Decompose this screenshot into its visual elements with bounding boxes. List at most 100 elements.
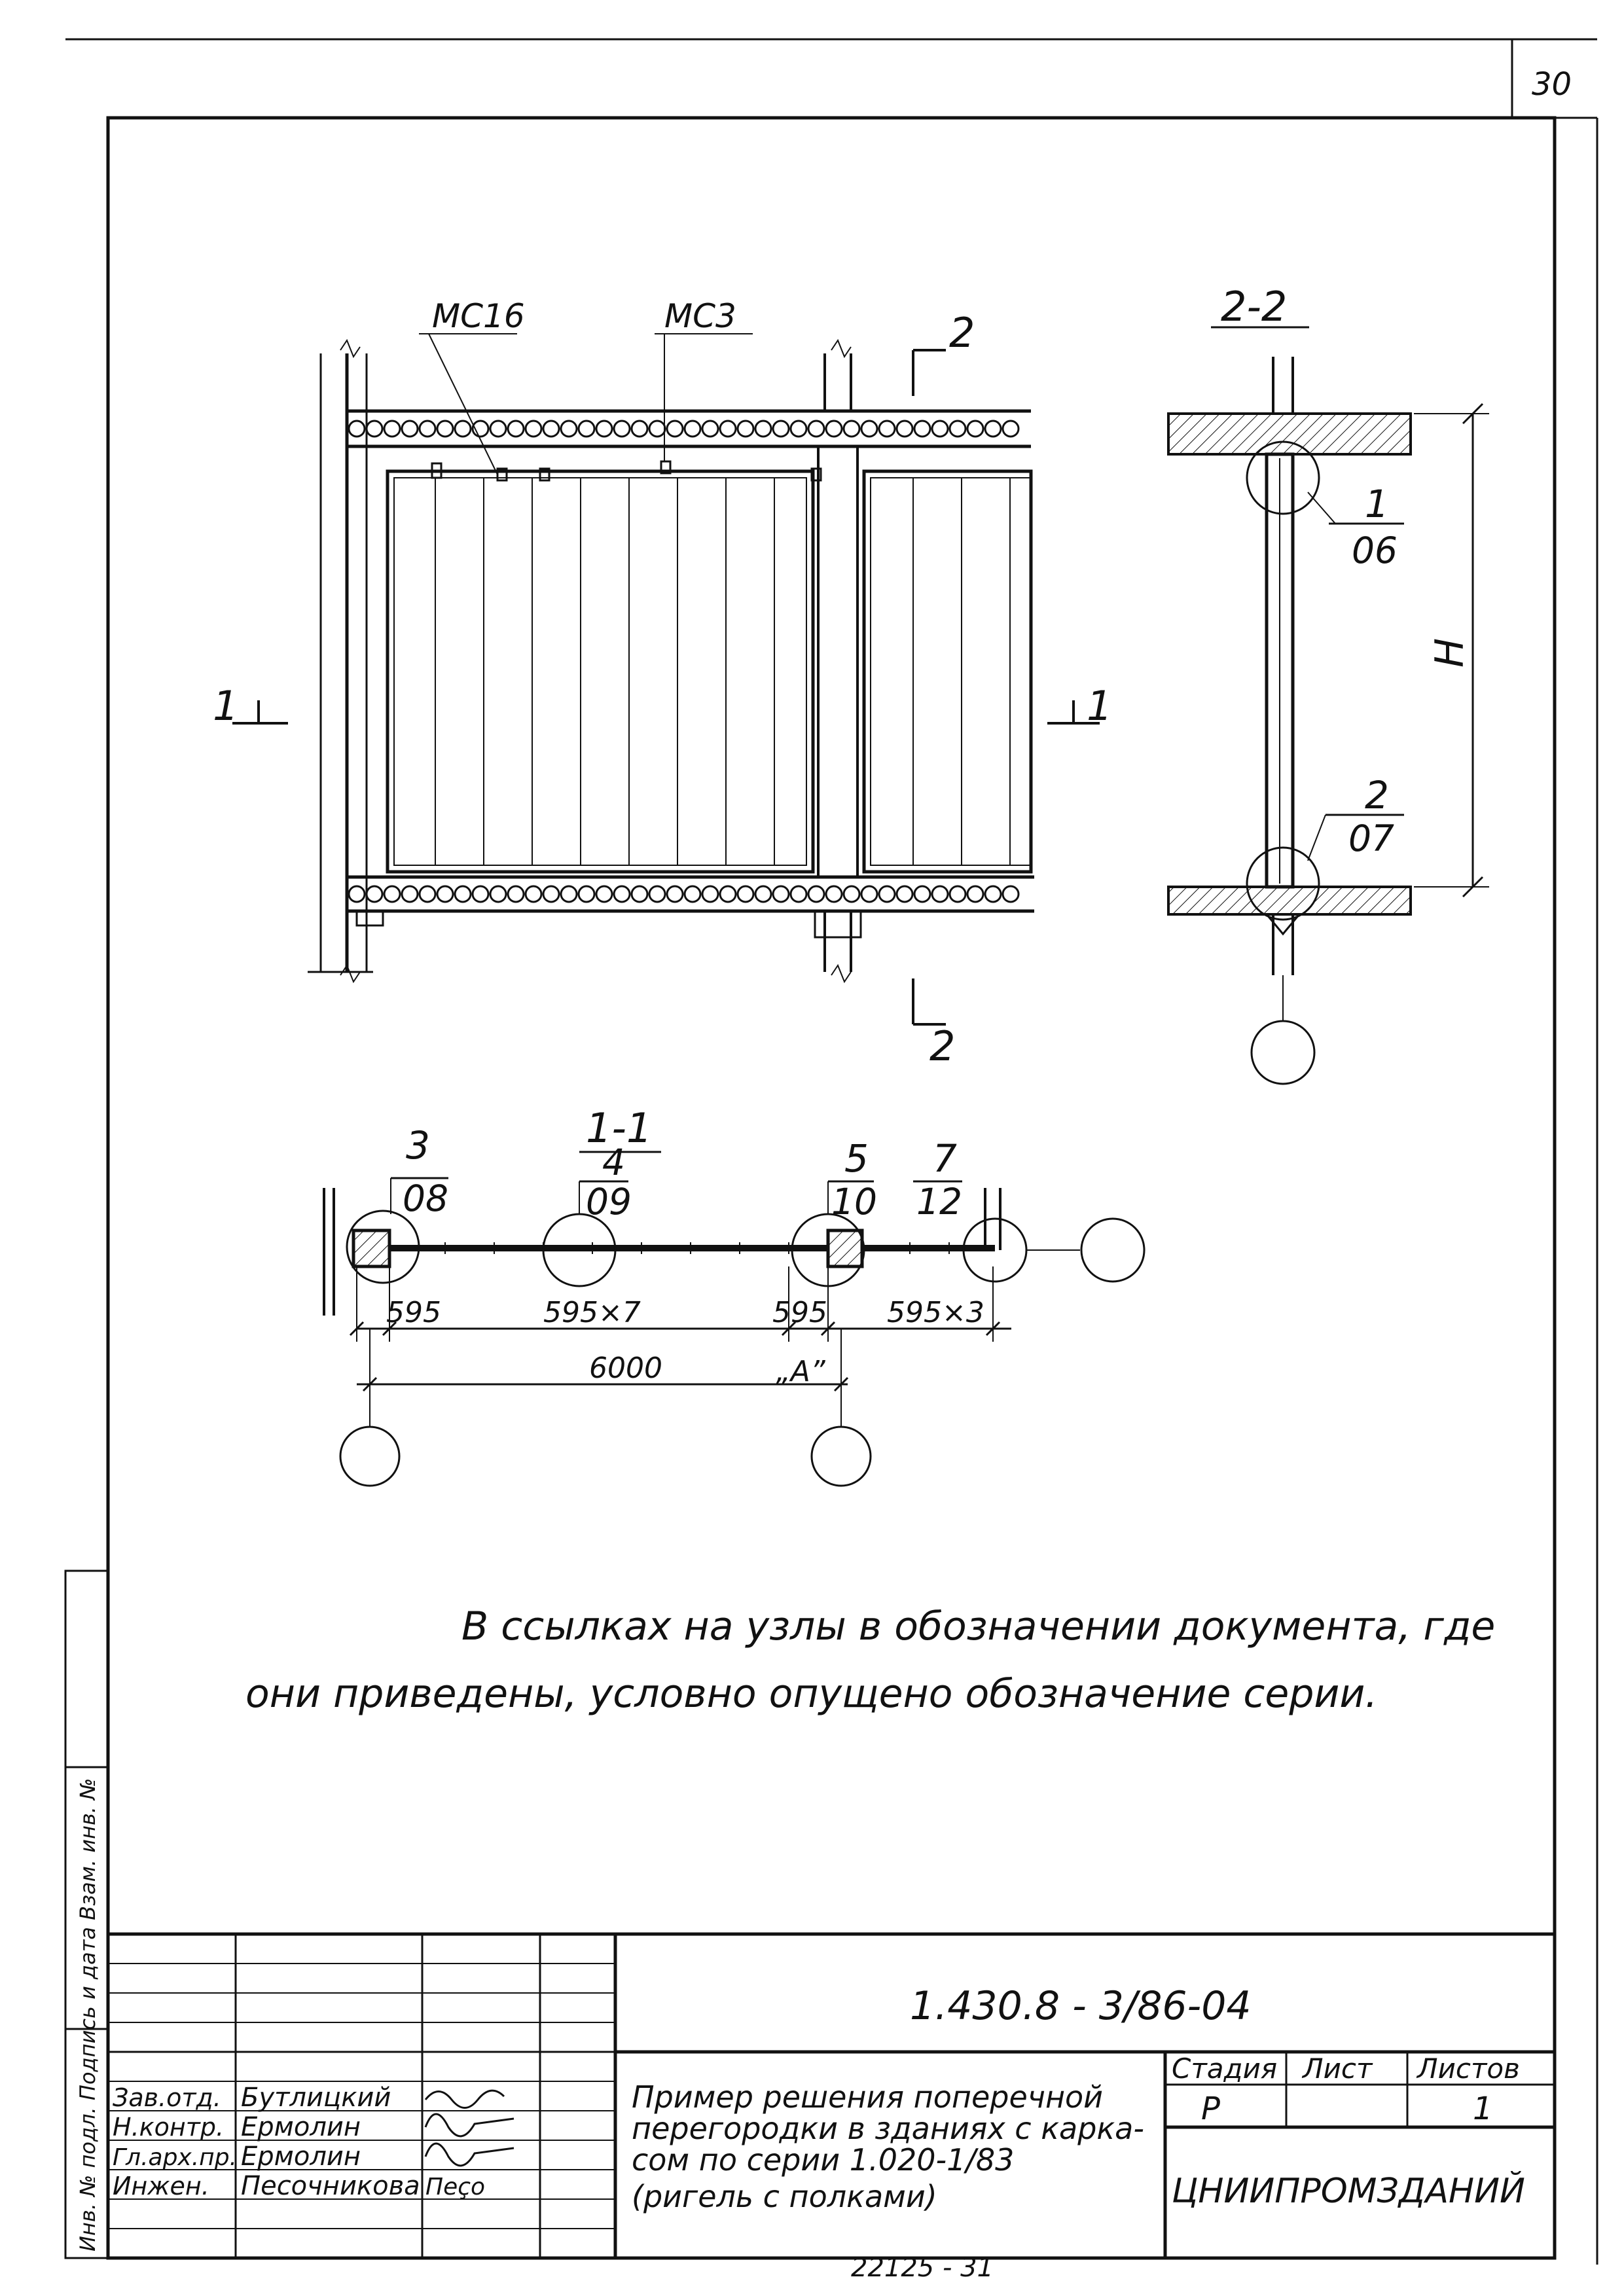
node-1-number: 1 (1365, 482, 1389, 526)
hollow-core (365, 885, 384, 903)
node-2-number: 2 (1365, 773, 1389, 817)
hollow-core (683, 420, 702, 438)
hollow-core (595, 885, 613, 903)
section-1-1 (323, 1151, 1146, 1487)
hollow-core (524, 885, 543, 903)
height-label: Н (1427, 638, 1473, 668)
label-mc16: МС16 (432, 297, 525, 335)
hollow-core (471, 885, 490, 903)
hollow-core (348, 885, 366, 903)
hollow-core (436, 420, 454, 438)
node-5-sheet: 10 (831, 1181, 877, 1223)
hollow-core (807, 885, 825, 903)
section-1-1-title: 1-1 (586, 1104, 652, 1152)
hollow-core (507, 420, 525, 438)
page-number: 30 (1532, 66, 1572, 103)
node-4-number: 4 (602, 1141, 625, 1183)
side-stamp-text: Инв. № подл. Подпись и дата Взам. инв. № (75, 1778, 100, 2251)
hollow-core (1001, 885, 1020, 903)
sheets-value: 1 (1473, 2090, 1493, 2127)
section-2-2 (1167, 326, 1489, 1085)
hollow-core (436, 885, 454, 903)
sig-role-4: Инжен. (113, 2172, 209, 2200)
dim-595-mid: 595 (772, 1296, 827, 1329)
hollow-core (542, 885, 560, 903)
side-stamp (64, 1570, 109, 2259)
hollow-core (842, 420, 861, 438)
sheets-header: Листов (1416, 2053, 1520, 2085)
hollow-core (630, 885, 649, 903)
hollow-core (471, 420, 490, 438)
hollow-core (895, 420, 914, 438)
title-line-1: Пример решения поперечной (632, 2079, 1103, 2115)
hollow-core (489, 885, 507, 903)
hollow-core (348, 420, 366, 438)
hollow-core (825, 885, 843, 903)
hollow-core (825, 420, 843, 438)
hollow-core (878, 885, 896, 903)
stage-value: Р (1201, 2090, 1220, 2127)
hollow-core (401, 885, 419, 903)
sig-name-3: Ермолин (241, 2142, 361, 2172)
sig-sign-4: Пеҫо (425, 2174, 485, 2200)
hollow-core (736, 885, 755, 903)
section-2-2-title: 2-2 (1221, 283, 1287, 331)
axis-a-label: „А” (776, 1355, 826, 1388)
hollow-core (736, 420, 755, 438)
bottom-slab-hollow-cores (348, 885, 1020, 903)
hollow-core (666, 420, 684, 438)
sig-name-2: Ермолин (241, 2112, 361, 2142)
hollow-core (648, 420, 666, 438)
bottom-partial-code: 22125 - 31 (851, 2253, 994, 2283)
hollow-core (789, 420, 808, 438)
hollow-core (595, 420, 613, 438)
hollow-core (454, 885, 472, 903)
title-line-4: (ригель с полками) (632, 2179, 937, 2214)
title-block (108, 1932, 1555, 2258)
dim-595x3: 595×3 (887, 1296, 984, 1329)
hollow-core (613, 420, 631, 438)
hollow-core (454, 420, 472, 438)
node-2-sheet: 07 (1348, 817, 1394, 859)
document-code: 1.430.8 - 3/86-04 (910, 1983, 1252, 2029)
hollow-core (913, 420, 931, 438)
partition-panel-joints (435, 478, 1011, 865)
hollow-core (772, 420, 790, 438)
hollow-core (772, 885, 790, 903)
sheet-header: Лист (1301, 2053, 1373, 2085)
hollow-core (383, 885, 401, 903)
hollow-core (418, 885, 437, 903)
cut-1-right-label: 1 (1087, 682, 1112, 730)
hollow-core (966, 885, 984, 903)
node-5-number: 5 (844, 1136, 869, 1181)
hollow-core (878, 420, 896, 438)
dim-595x7: 595×7 (543, 1296, 641, 1329)
partition-plan-joints (444, 1242, 950, 1254)
hollow-core (719, 420, 737, 438)
hollow-core (383, 420, 401, 438)
hollow-core (860, 885, 878, 903)
hollow-core (489, 420, 507, 438)
hollow-core (701, 885, 719, 903)
hollow-core (913, 885, 931, 903)
hollow-core (842, 885, 861, 903)
hollow-core (542, 420, 560, 438)
sheet-frame (65, 38, 1598, 2265)
hollow-core (754, 885, 772, 903)
hollow-core (560, 420, 578, 438)
hollow-core (860, 420, 878, 438)
node-4-sheet: 09 (586, 1181, 632, 1223)
hollow-core (789, 885, 808, 903)
node-3-sheet: 08 (403, 1177, 448, 1219)
hollow-core (666, 885, 684, 903)
sig-role-3: Гл.арх.пр. (113, 2144, 237, 2171)
hollow-core (701, 420, 719, 438)
hollow-core (577, 885, 596, 903)
hollow-core (418, 420, 437, 438)
cut-1-left-label: 1 (213, 682, 238, 730)
hollow-core (683, 885, 702, 903)
hollow-core (754, 420, 772, 438)
hollow-core (401, 420, 419, 438)
hollow-core (931, 420, 949, 438)
hollow-core (984, 885, 1002, 903)
